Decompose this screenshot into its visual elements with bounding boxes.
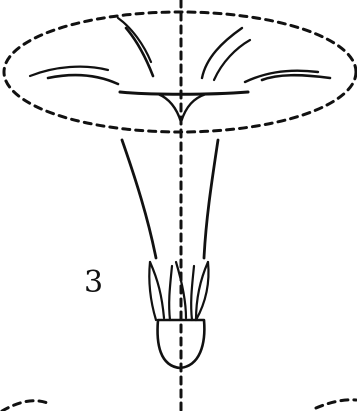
calyx <box>149 262 208 320</box>
lower-outline-left <box>2 401 50 411</box>
figure-number-label: 3 <box>84 268 103 298</box>
lower-outline-right <box>316 400 356 408</box>
flower-tube <box>122 140 218 258</box>
